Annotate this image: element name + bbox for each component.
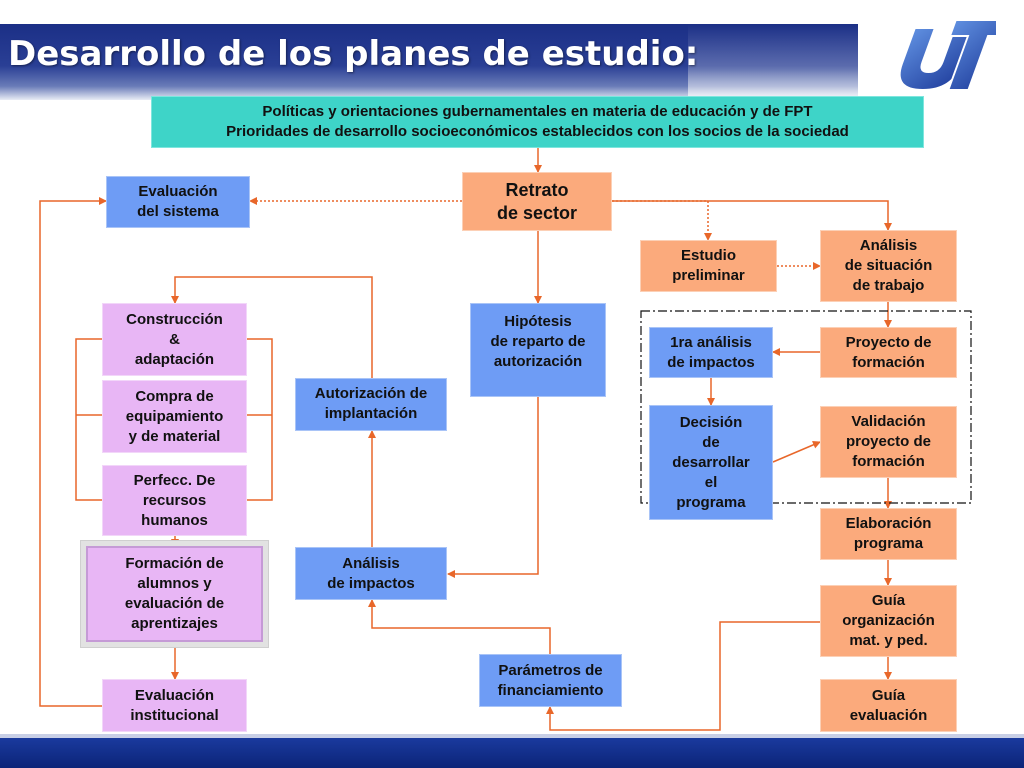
autorizacion-box: Autorización de implantación [295,378,447,431]
title-bar [0,24,858,100]
formacion-alumnos-box: Formación de alumnos y evaluación de apr… [86,546,263,642]
evaluacion-institucional-box: Evaluación institucional [102,679,247,732]
construccion-box: Construcción & adaptación [102,303,247,376]
guia-evaluacion-box: Guía evaluación [820,679,957,732]
analisis-situacion-box: Análisis de situación de trabajo [820,230,957,302]
footer-bar [0,734,1024,768]
hipotesis-box: Hipótesis de reparto de autorización [470,303,606,397]
politicas-box: Políticas y orientaciones gubernamentale… [151,96,924,148]
title-bar-highlight [688,24,858,100]
ut-logo-icon [898,19,996,92]
compra-equipamiento-box: Compra de equipamiento y de material [102,380,247,453]
estudio-preliminar-box: Estudio preliminar [640,240,777,292]
validacion-box: Validación proyecto de formación [820,406,957,478]
page-title: Desarrollo de los planes de estudio: [8,34,699,74]
analisis-impactos-box: Análisis de impactos [295,547,447,600]
proyecto-formacion-box: Proyecto de formación [820,327,957,378]
parametros-box: Parámetros de financiamiento [479,654,622,707]
guia-organizacion-box: Guía organización mat. y ped. [820,585,957,657]
formacion-alumnos-frame: Formación de alumnos y evaluación de apr… [80,540,269,648]
evaluacion-sistema-box: Evaluación del sistema [106,176,250,228]
elaboracion-box: Elaboración programa [820,508,957,560]
perfecc-recursos-box: Perfecc. De recursos humanos [102,465,247,536]
retrato-sector-box: Retrato de sector [462,172,612,231]
primera-analisis-box: 1ra análisis de impactos [649,327,773,378]
decision-box: Decisión de desarrollar el programa [649,405,773,520]
